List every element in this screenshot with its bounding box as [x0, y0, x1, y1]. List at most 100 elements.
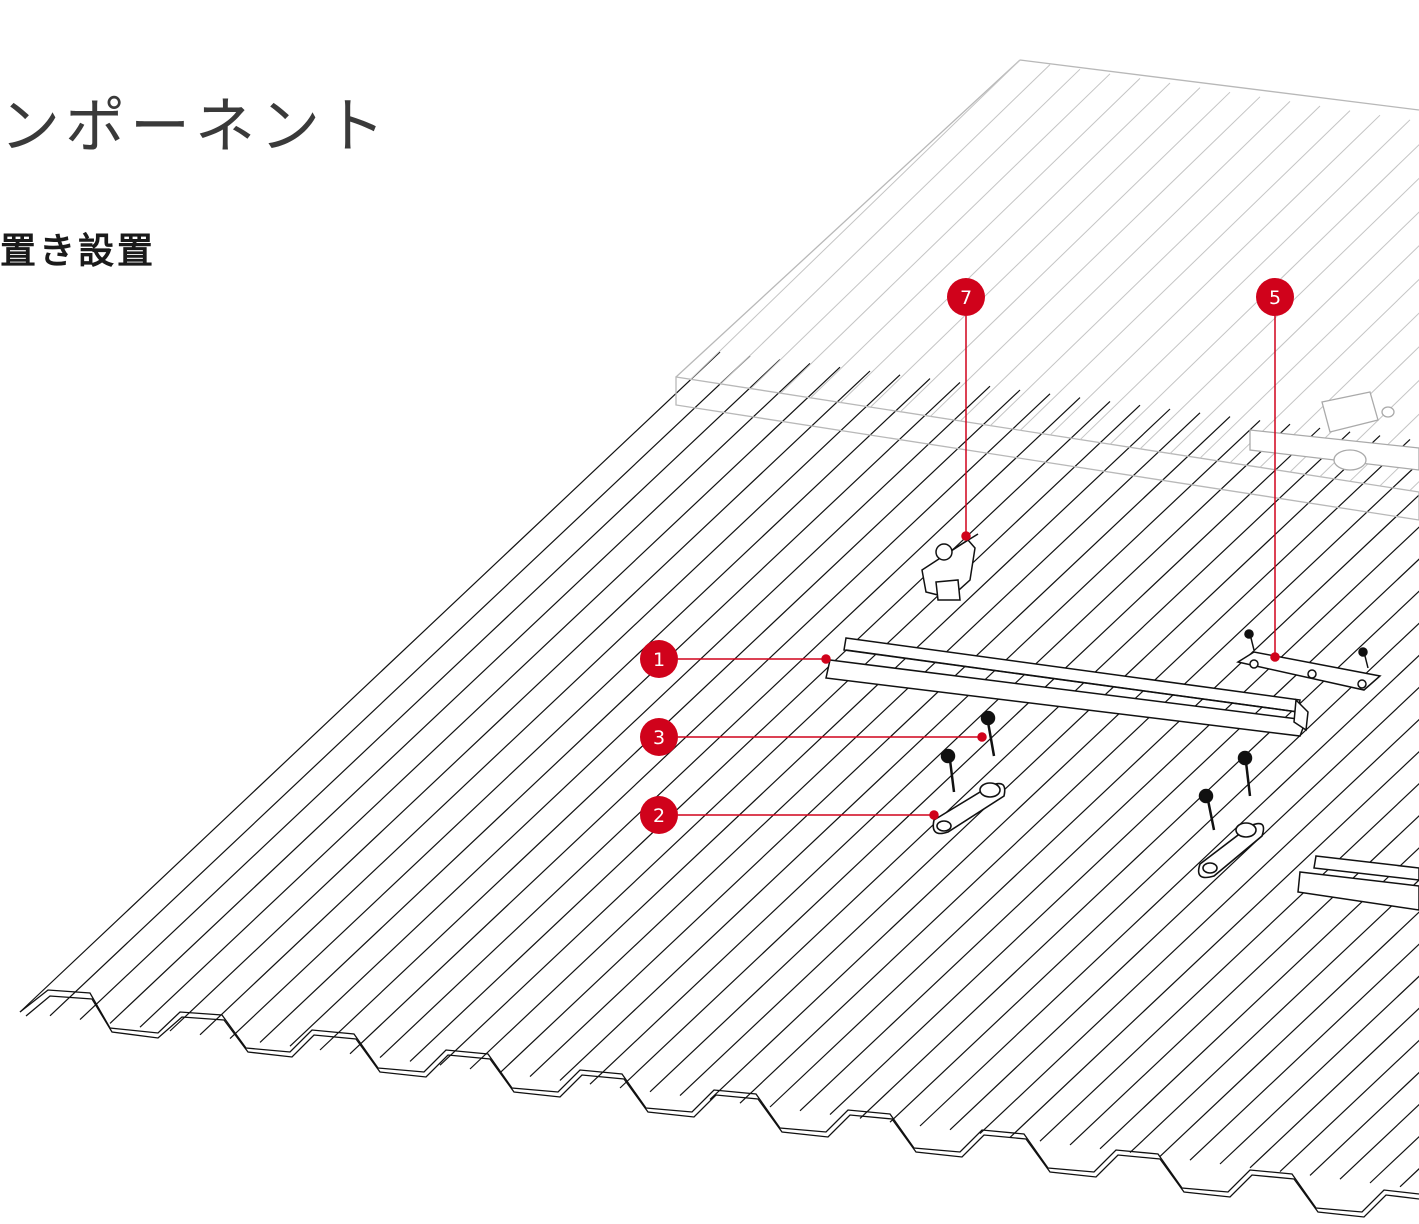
- corrugation-line: [109, 362, 811, 1024]
- panel-ghost-line: [719, 64, 1051, 385]
- corrugation-line: [409, 400, 1111, 1062]
- corrugation-line: [1099, 847, 1419, 1150]
- page-title: ンポーネント: [0, 92, 390, 162]
- callout-2-badge: [640, 796, 678, 834]
- panel-ghost-line: [1049, 114, 1381, 436]
- corrugation-line: [1249, 1007, 1419, 1169]
- second-rail-lip: [1297, 871, 1419, 911]
- screw-2-head: [940, 748, 956, 764]
- callout-1: 1: [640, 640, 678, 678]
- screw-1: [986, 721, 996, 757]
- callout-7: 7: [947, 278, 985, 316]
- callout-3-label: 3: [653, 727, 665, 749]
- ghost-rail: [1249, 429, 1419, 471]
- corrugation-line: [739, 462, 1419, 1104]
- bracket-1-cap: [979, 782, 1001, 798]
- callout-2-label: 2: [653, 805, 665, 827]
- panel-ghost-line: [1409, 480, 1419, 491]
- corrugation-line: [889, 622, 1419, 1123]
- callout-5-badge: [1256, 278, 1294, 316]
- panel-left-edge: [675, 59, 1021, 378]
- callout-1-badge: [640, 640, 678, 678]
- corrugation-line: [529, 416, 1231, 1078]
- bracket-2-hole: [1202, 862, 1218, 874]
- corrugation-line: [469, 408, 1171, 1070]
- roof-profile-edge: [19, 989, 1419, 1213]
- screw-4: [1206, 799, 1216, 831]
- screw-4-head: [1198, 788, 1214, 804]
- panel-ghost-line: [809, 78, 1141, 399]
- corrugation-line: [829, 558, 1419, 1116]
- panel-ghost-line: [1199, 245, 1419, 459]
- corrugation-line: [799, 526, 1419, 1112]
- corrugation-line: [859, 590, 1419, 1119]
- connector-hole-3: [1357, 679, 1367, 689]
- screw-1-head: [980, 710, 996, 726]
- callout-1-label: 1: [653, 649, 665, 671]
- leader-5-dot: [1270, 652, 1280, 662]
- panel-ghost-line: [689, 59, 1021, 381]
- rail-connector: [1236, 629, 1382, 691]
- corrugation-line: [79, 359, 781, 1021]
- callout-7-label: 7: [960, 287, 972, 309]
- screw-3-head: [1237, 750, 1253, 766]
- panel-ghost-line: [1319, 379, 1419, 477]
- corrugation-line: [769, 494, 1419, 1108]
- callout-3: 3: [640, 718, 678, 756]
- corrugation-line: [139, 366, 841, 1028]
- panel-ghost-line: [1349, 413, 1419, 482]
- corrugation-line: [199, 374, 901, 1036]
- panel-ghost-line: [959, 101, 1291, 422]
- corrugation-line: [649, 431, 1351, 1093]
- mid-clamp: [921, 533, 979, 601]
- callout-5: 5: [1256, 278, 1294, 316]
- leader-3-dot: [977, 732, 987, 742]
- corrugation-line: [319, 389, 1021, 1051]
- corrugation-line: [1369, 1135, 1419, 1184]
- leader-7-dot: [961, 531, 971, 541]
- mounting-rail: [825, 637, 1309, 737]
- corrugation-line: [49, 355, 751, 1017]
- solar-panel-ghost: [675, 59, 1419, 521]
- panel-ghost-line: [869, 87, 1201, 408]
- corrugation-line: [259, 381, 961, 1043]
- panel-ghost-line: [1139, 177, 1419, 450]
- callout-2: 2: [640, 796, 678, 834]
- rail-groove: [845, 649, 1299, 713]
- panel-ghost-line: [989, 105, 1321, 427]
- corrugation-line: [229, 378, 931, 1040]
- corrugation-line: [1159, 911, 1419, 1157]
- corrugation-line: [1129, 879, 1419, 1154]
- corrugation-line: [19, 351, 721, 1013]
- mid-clamp-base: [935, 579, 961, 601]
- callout-3-badge: [640, 718, 678, 756]
- mid-clamp-edge: [951, 533, 979, 551]
- screw-3: [1244, 761, 1252, 797]
- bracket-1-hole: [936, 820, 952, 832]
- bracket-2-cap: [1235, 822, 1257, 838]
- panel-ghost-line: [1169, 211, 1419, 454]
- corrugation-line: [919, 654, 1419, 1127]
- corrugation-line: [619, 427, 1321, 1089]
- corrugation-line: [1009, 750, 1419, 1138]
- corrugation-line: [349, 393, 1051, 1055]
- roof-corrugation-lines: [19, 351, 1419, 1188]
- roof-brackets: [932, 782, 1265, 879]
- panel-ghost-lines: [689, 59, 1419, 491]
- corrugation-line: [1339, 1103, 1419, 1180]
- panel-ghost-line: [1019, 110, 1351, 431]
- corrugation-line: [1219, 975, 1419, 1165]
- callout-5-label: 5: [1269, 287, 1281, 309]
- second-rail-top: [1313, 855, 1419, 881]
- mid-clamp-bolt: [935, 543, 953, 561]
- leader-2-dot: [929, 810, 939, 820]
- roof-profile-edge-inner: [25, 995, 1419, 1218]
- second-rail: [1297, 855, 1419, 911]
- page-subtitle: 置き設置: [0, 231, 157, 272]
- corrugation-line: [169, 370, 871, 1032]
- screws: [940, 710, 1253, 831]
- corrugation-line: [949, 686, 1419, 1131]
- panel-ghost-line: [839, 82, 1171, 404]
- rail-end: [1293, 698, 1309, 732]
- corrugation-line: [679, 435, 1381, 1097]
